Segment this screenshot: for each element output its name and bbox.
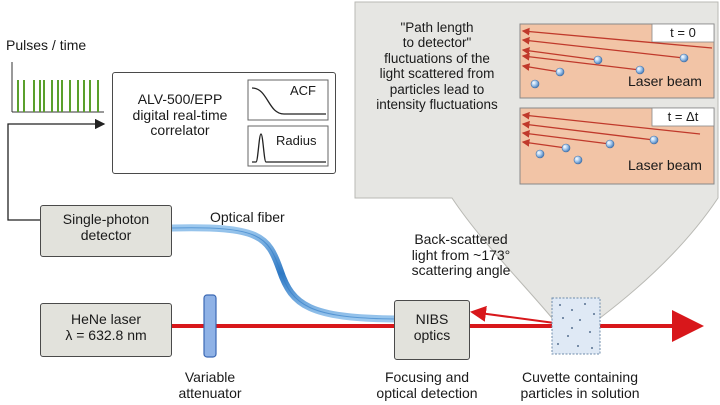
backscatter-label: Back-scattered light from ~173° scatteri… xyxy=(388,231,534,279)
correlator-label: ALV-500/EPP digital real-time correlator xyxy=(116,91,244,139)
panel-t1-label-bg xyxy=(651,107,715,127)
optical-fiber-label: Optical fiber xyxy=(210,209,285,225)
attenuator-line-2: attenuator xyxy=(178,384,242,401)
attenuator-label: Variable attenuator xyxy=(160,369,260,401)
particles-t0 xyxy=(530,53,689,89)
inset-quote-line-4: light scattered from xyxy=(379,66,495,82)
cuvette-element xyxy=(551,297,601,355)
laser-label: HeNe laser λ = 632.8 nm xyxy=(40,311,172,343)
t1-label: t = Δt xyxy=(667,109,699,124)
radius-plot xyxy=(247,125,329,167)
laser-beam-label-1: Laser beam xyxy=(628,73,702,89)
pulses-plot xyxy=(11,62,104,113)
focusing-line-2: optical detection xyxy=(376,384,478,401)
attenuator-line-1: Variable xyxy=(184,369,236,385)
acf-label: ACF xyxy=(290,83,316,98)
detector-label: Single-photon detector xyxy=(40,211,172,243)
laser-line-2: λ = 632.8 nm xyxy=(65,326,147,343)
correlator-line-3: correlator xyxy=(150,122,210,139)
cuvette-line-2: particles in solution xyxy=(520,384,640,401)
scatter-rays-t1 xyxy=(521,111,701,149)
laser-box xyxy=(40,303,172,357)
cuvette-line-1: Cuvette containing xyxy=(522,369,638,385)
particles-t1 xyxy=(535,135,659,165)
cuvette-label: Cuvette containing particles in solution xyxy=(500,369,660,401)
backscatter-line-2: light from ~173° xyxy=(411,246,511,263)
backscatter-beam xyxy=(470,305,563,325)
nibs-line-2: optics xyxy=(413,326,451,343)
focusing-line-1: Focusing and xyxy=(384,369,470,385)
signal-line xyxy=(7,118,106,221)
nibs-label: NIBS optics xyxy=(394,311,470,343)
focusing-label: Focusing and optical detection xyxy=(352,369,502,401)
detector-line-1: Single-photon xyxy=(62,211,150,227)
backscatter-line-1: Back-scattered xyxy=(414,231,508,247)
laser-line-1: HeNe laser xyxy=(70,311,142,327)
nibs-box xyxy=(394,300,470,360)
laser-beam-label-2: Laser beam xyxy=(628,157,702,173)
t0-label: t = 0 xyxy=(670,25,696,40)
inset-quote-line-2: to detector" xyxy=(402,35,472,51)
detector-box xyxy=(40,205,172,257)
cuvette-particles xyxy=(557,303,595,349)
correlator-line-2: digital real-time xyxy=(132,106,228,123)
inset-quote-line-3: fluctuations of the xyxy=(384,50,490,66)
backscatter-line-3: scattering angle xyxy=(411,262,511,279)
inset-quote-line-6: intensity fluctuations xyxy=(376,96,498,112)
attenuator-element xyxy=(203,294,217,358)
correlator-box xyxy=(112,72,336,174)
radius-label: Radius xyxy=(276,133,317,148)
inset-quote-line-1: "Path length xyxy=(400,20,474,35)
nibs-line-1: NIBS xyxy=(415,311,449,327)
acf-plot xyxy=(247,79,329,121)
pulses-label: Pulses / time xyxy=(6,37,87,53)
panel-t0-label-bg xyxy=(651,23,715,43)
inset-quote-line-5: particles lead to xyxy=(389,81,485,97)
inset-quote: "Path length to detector" fluctuations o… xyxy=(358,20,516,112)
scatter-rays-t0 xyxy=(521,27,713,73)
correlator-line-1: ALV-500/EPP xyxy=(137,91,223,107)
detector-line-2: detector xyxy=(80,226,132,243)
